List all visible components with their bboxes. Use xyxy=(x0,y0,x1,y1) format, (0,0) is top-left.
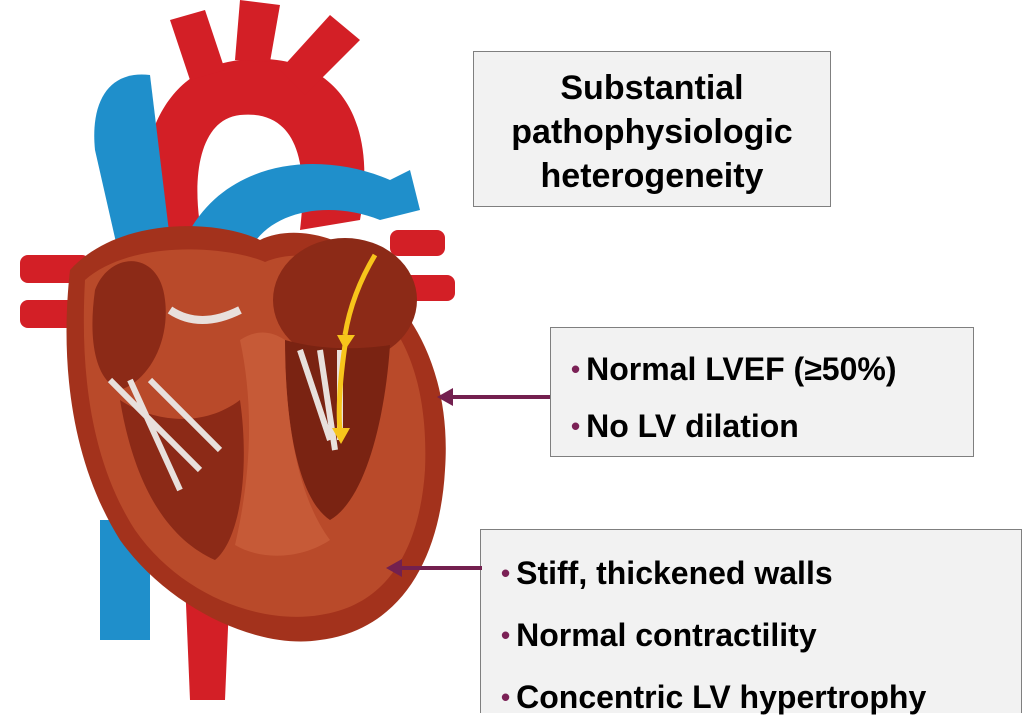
bullet-text: Concentric LV hypertrophy xyxy=(516,679,926,716)
bullet-text: Normal LVEF (≥50%) xyxy=(586,351,896,388)
title-line-2: pathophysiologic xyxy=(474,110,830,154)
pointer-arrow-lvef xyxy=(435,385,555,409)
bullet-dot-icon: • xyxy=(501,682,510,713)
arrow-head-icon xyxy=(386,559,402,577)
aorta-branch-2 xyxy=(235,0,280,62)
bullet-text: No LV dilation xyxy=(586,408,799,445)
bullet-dot-icon: • xyxy=(501,620,510,651)
bullet-item: • Normal contractility xyxy=(501,604,1021,666)
bullet-dot-icon: • xyxy=(571,411,580,442)
bullet-item: • Concentric LV hypertrophy xyxy=(501,666,1021,728)
pointer-arrow-walls xyxy=(384,556,484,580)
bullet-dot-icon: • xyxy=(571,354,580,385)
bullet-item: • No LV dilation xyxy=(571,398,973,455)
title-line-1: Substantial xyxy=(474,66,830,110)
heterogeneity-box: Substantial pathophysiologic heterogenei… xyxy=(473,51,831,207)
bullet-item: • Normal LVEF (≥50%) xyxy=(571,341,973,398)
arrow-head-icon xyxy=(437,388,453,406)
bullet-text: Normal contractility xyxy=(516,617,817,654)
bullet-item: • Stiff, thickened walls xyxy=(501,542,1021,604)
aorta-branch-1 xyxy=(170,10,225,80)
title-line-3: heterogeneity xyxy=(474,154,830,198)
bullet-dot-icon: • xyxy=(501,558,510,589)
walls-box: • Stiff, thickened walls • Normal contra… xyxy=(480,529,1022,713)
pulmonary-vein-right-1 xyxy=(390,230,445,256)
lvef-box: • Normal LVEF (≥50%) • No LV dilation xyxy=(550,327,974,457)
bullet-text: Stiff, thickened walls xyxy=(516,555,833,592)
